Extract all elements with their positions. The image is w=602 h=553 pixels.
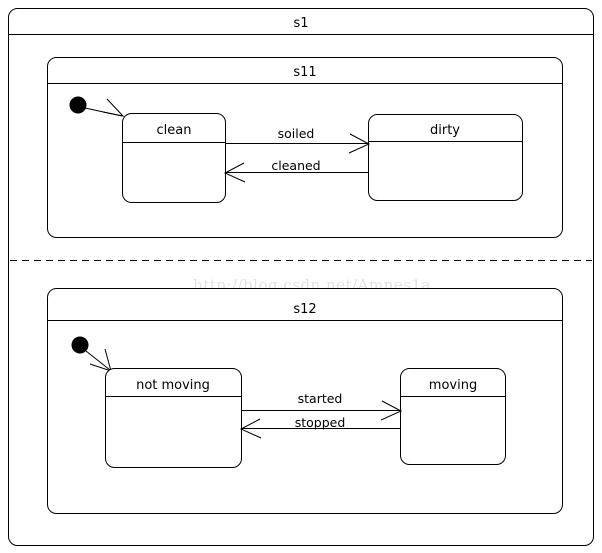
- initial-node-icon: [69, 96, 87, 114]
- soiled-arrowhead: [348, 133, 371, 154]
- soiled-label: soiled: [278, 126, 315, 141]
- clean-title: clean: [157, 123, 192, 138]
- dirty-frame: [368, 114, 523, 201]
- moving-frame: [400, 368, 506, 465]
- s1-title: s1: [293, 16, 308, 31]
- initial-transition-s11-arrowhead: [102, 98, 125, 117]
- stopped-arrowhead: [239, 418, 262, 439]
- s11-title: s11: [293, 65, 316, 80]
- state-dirty[interactable]: dirty: [368, 114, 523, 201]
- cleaned-label: cleaned: [271, 158, 320, 173]
- state-not-moving[interactable]: not moving: [105, 368, 242, 468]
- cleaned-arrowhead: [223, 162, 246, 183]
- transition-cleaned[interactable]: cleaned: [223, 158, 369, 183]
- initial-pseudostate-s11[interactable]: [69, 96, 125, 117]
- state-clean[interactable]: clean: [122, 113, 226, 203]
- clean-frame: [122, 113, 226, 203]
- transition-soiled[interactable]: soiled: [225, 126, 371, 154]
- started-arrowhead: [380, 400, 403, 421]
- transition-started[interactable]: started: [241, 391, 403, 421]
- not-moving-frame: [105, 368, 242, 468]
- initial-node-icon: [71, 336, 89, 354]
- transition-stopped[interactable]: stopped: [239, 415, 401, 439]
- composite-state-s12[interactable]: s12 not moving moving: [47, 288, 563, 514]
- initial-transition-s12-line: [85, 350, 111, 371]
- started-label: started: [298, 391, 343, 406]
- s12-title: s12: [293, 302, 316, 317]
- composite-state-s11[interactable]: s11 clean dirty: [47, 57, 563, 238]
- dirty-title: dirty: [430, 123, 460, 138]
- moving-title: moving: [429, 378, 477, 393]
- state-moving[interactable]: moving: [400, 368, 506, 465]
- not-moving-title: not moving: [136, 378, 210, 393]
- stopped-label: stopped: [295, 415, 346, 430]
